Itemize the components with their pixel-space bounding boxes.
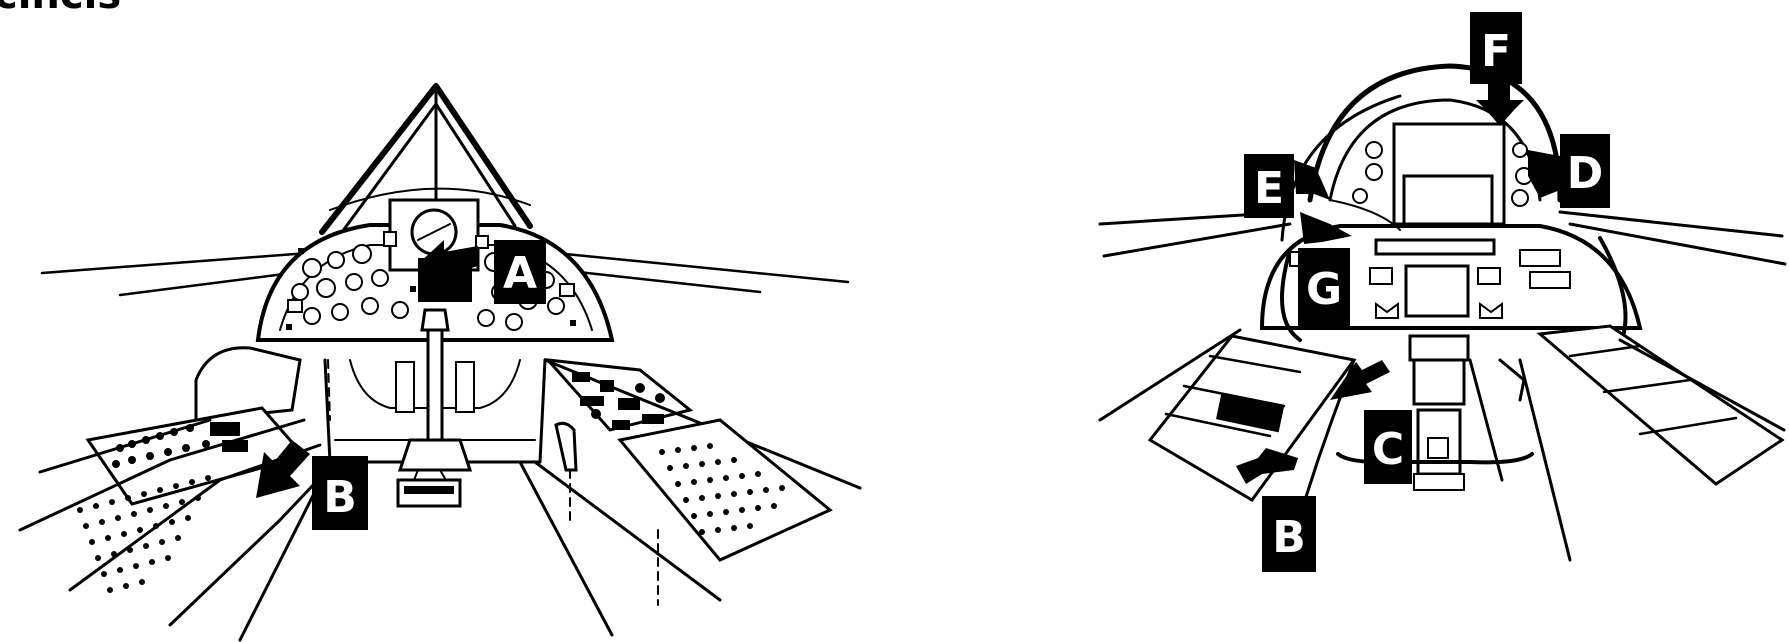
right-wing-line	[545, 252, 848, 282]
rear-cockpit-view: F E D G C B	[1100, 12, 1785, 572]
glareshield-bar	[1376, 240, 1494, 254]
callout-b-rear: B	[1236, 448, 1316, 572]
control-stick	[428, 330, 442, 440]
callout-b-label: B	[323, 472, 357, 523]
control-stick-grip	[422, 310, 448, 330]
rear-right-wing-line	[1560, 212, 1782, 236]
callout-f-arrow	[1476, 100, 1524, 126]
rear-main-display	[1406, 266, 1468, 316]
rear-control-stick	[1414, 360, 1464, 404]
stick-base	[400, 440, 470, 470]
callout-f-label: F	[1481, 26, 1511, 77]
callout-a-label: A	[503, 248, 537, 299]
front-cockpit-view: A B	[20, 86, 860, 640]
right-throttle-lever	[556, 423, 576, 470]
callout-g-label: G	[1306, 264, 1342, 315]
callout-b-rear-label: B	[1272, 512, 1306, 563]
callout-d: D	[1528, 134, 1610, 208]
rear-right-console	[1540, 326, 1782, 484]
rear-stick-grip	[1410, 336, 1468, 360]
left-wing-line	[42, 252, 322, 273]
callout-c-label: C	[1372, 424, 1404, 475]
callout-d-label: D	[1567, 148, 1604, 199]
right-console-panel	[620, 420, 830, 560]
section-heading: cihcls	[0, 0, 121, 18]
callout-d-arrow	[1528, 150, 1560, 198]
callout-e-label: E	[1254, 163, 1284, 214]
callout-e-arrow	[1294, 160, 1330, 200]
callout-f: F	[1470, 12, 1524, 126]
